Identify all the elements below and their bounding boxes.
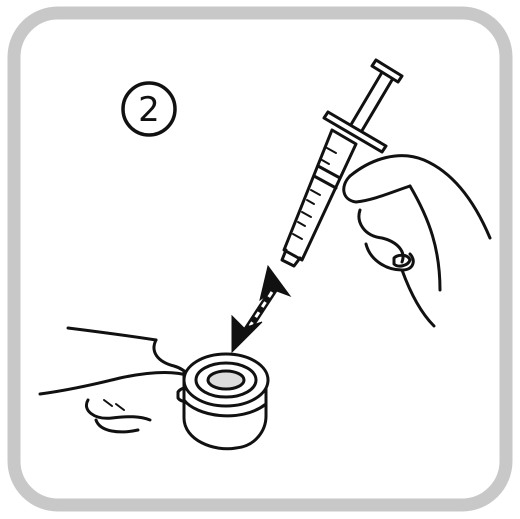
adapter-port: [208, 371, 244, 389]
step-number: 2: [138, 90, 160, 130]
vial-adapter-icon: [184, 354, 268, 449]
